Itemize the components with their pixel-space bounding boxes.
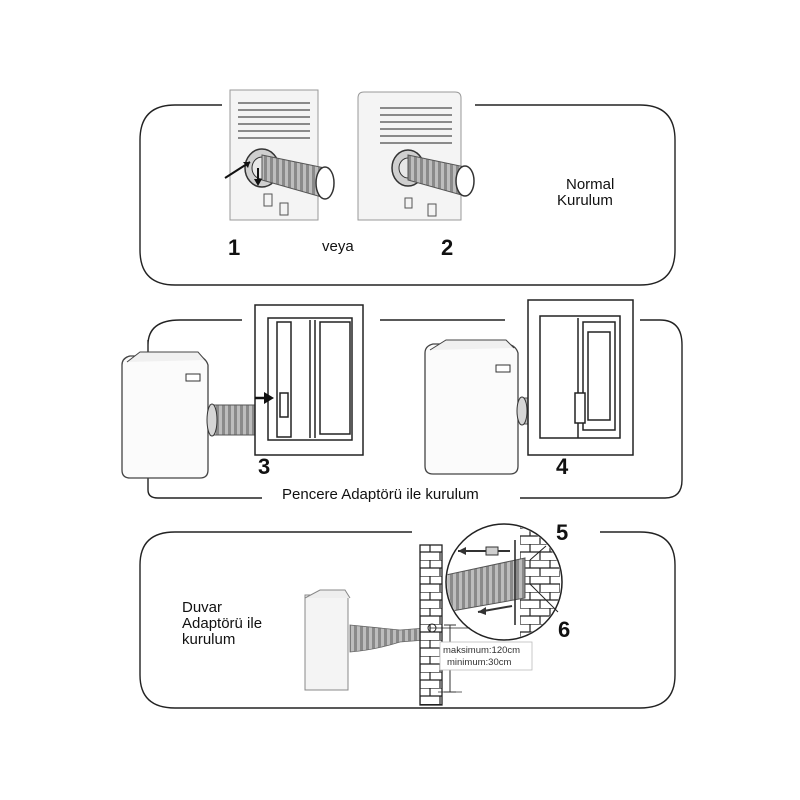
- window-3-illustration: [254, 304, 364, 456]
- max-height-label: maksimum:120cm: [443, 645, 521, 656]
- measurement-box: [439, 641, 533, 671]
- or-label: veya: [322, 238, 354, 255]
- wall-install-caption-line1: Duvar: [182, 599, 223, 616]
- unit-2-illustration: [357, 91, 475, 221]
- step-2-number: 2: [441, 235, 454, 260]
- step-6-number: 6: [558, 617, 571, 642]
- normal-install-frame: [139, 104, 676, 286]
- window-install-frame: [147, 319, 683, 499]
- wall-unit-illustration: [304, 589, 426, 691]
- unit-1-illustration: [224, 89, 335, 221]
- wall-detail-zoom: [427, 523, 563, 641]
- step-4-number: 4: [556, 454, 569, 479]
- normal-install-caption-line2: Kurulum: [557, 192, 613, 209]
- wall-install-caption-line3: kurulum: [182, 631, 236, 648]
- window-install-caption: Pencere Adaptörü ile kurulum: [282, 486, 479, 503]
- step-1-number: 1: [228, 235, 241, 260]
- window-4-illustration: [527, 299, 634, 456]
- step-3-number: 3: [258, 454, 271, 479]
- normal-install-caption-line1: Normal: [566, 176, 615, 193]
- min-height-label: minimum:30cm: [447, 657, 512, 668]
- wall-install-caption-line2: Adaptörü ile: [182, 615, 263, 632]
- brick-wall: [419, 544, 443, 706]
- step-5-number: 5: [556, 520, 569, 545]
- wall-install-frame: [139, 531, 676, 709]
